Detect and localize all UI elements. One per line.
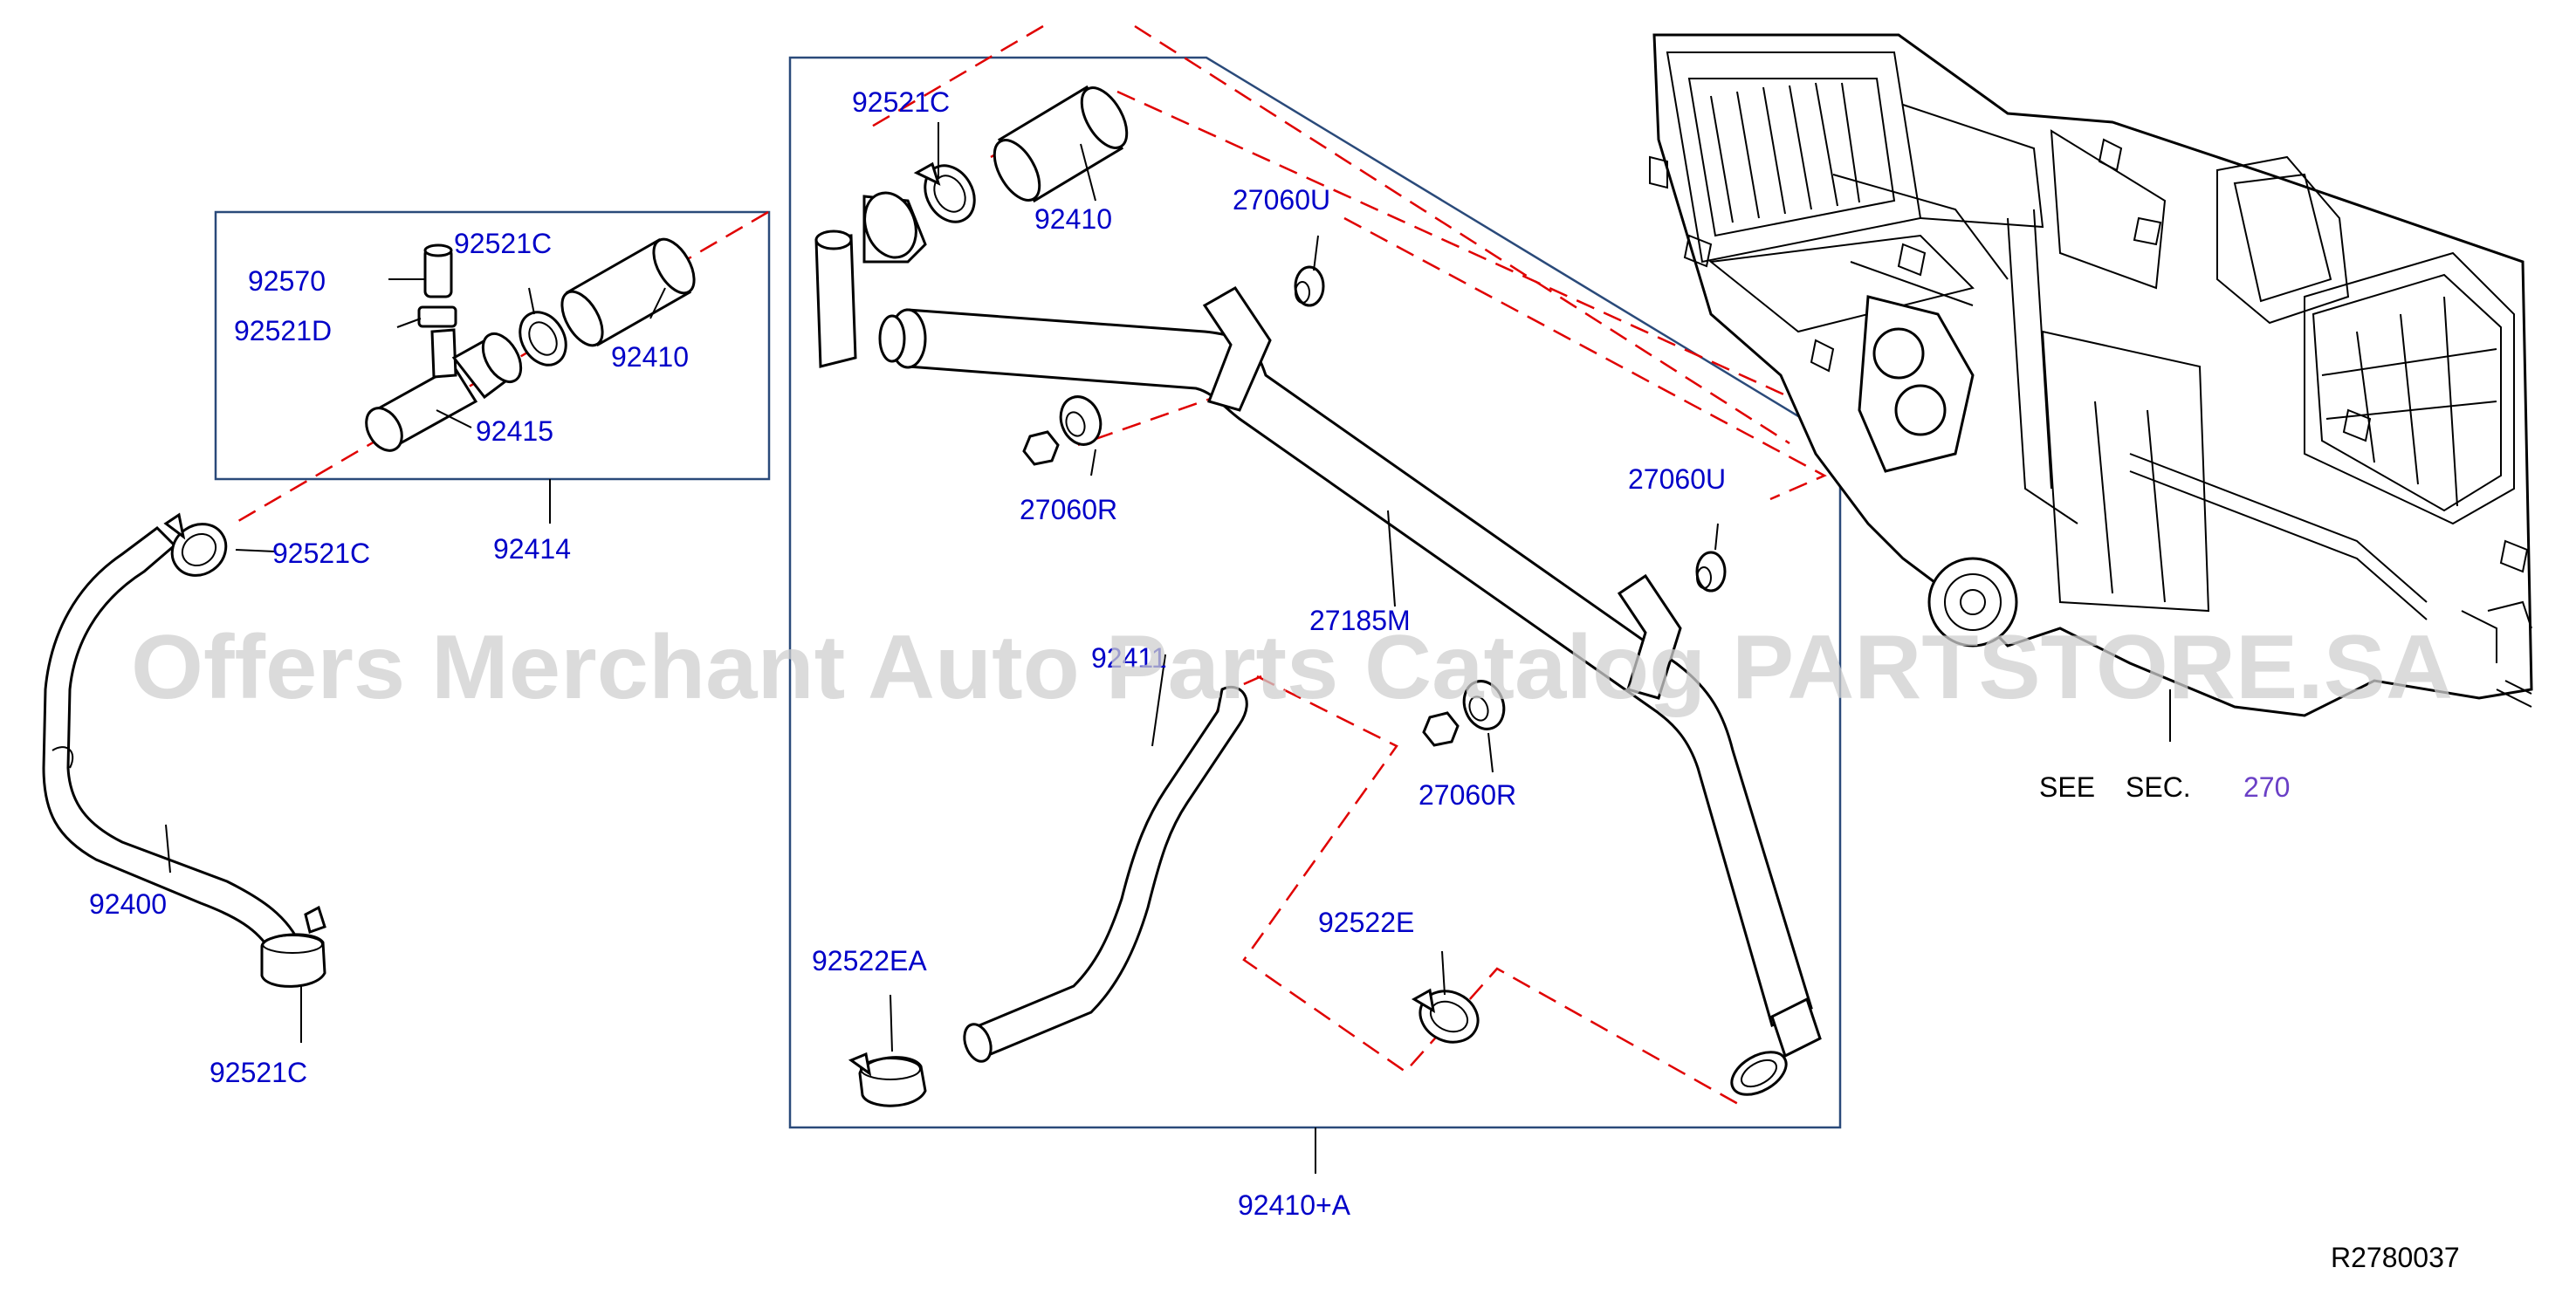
hose-92411 xyxy=(963,685,1248,1063)
label-92414[interactable]: 92414 xyxy=(493,533,571,565)
label-27060r-1[interactable]: 27060R xyxy=(1020,494,1117,525)
clamp-92521c-top xyxy=(913,161,976,223)
label-92521d[interactable]: 92521D xyxy=(234,315,332,346)
label-92415[interactable]: 92415 xyxy=(476,415,553,447)
hvac-heater-unit xyxy=(1649,33,2533,717)
label-92521c-top[interactable]: 92521C xyxy=(852,86,950,118)
nut-27060r-2 xyxy=(1422,680,1506,747)
nut-27060r-1 xyxy=(1022,395,1103,466)
label-92410a[interactable]: 92410+A xyxy=(1238,1189,1351,1221)
label-92570[interactable]: 92570 xyxy=(248,265,326,297)
section-270-link[interactable]: 270 xyxy=(2243,771,2290,803)
label-92522ea[interactable]: 92522EA xyxy=(812,945,927,976)
sec-label: SEC. xyxy=(2126,771,2191,803)
label-92521c-left[interactable]: 92521C xyxy=(272,538,370,569)
hose-92400 xyxy=(42,526,307,975)
dashed-leader-lines xyxy=(233,24,1887,1110)
kit-frame-92410a xyxy=(788,56,1842,1129)
label-92411[interactable]: 92411 xyxy=(1091,642,1167,674)
connector-92415 xyxy=(365,328,523,452)
clamp-92521d xyxy=(417,305,457,328)
grommet-27060u-1 xyxy=(1294,265,1325,307)
clamp-92522e xyxy=(1411,988,1480,1044)
hose-92410-top xyxy=(993,85,1129,203)
label-27185m[interactable]: 27185M xyxy=(1309,605,1411,636)
label-27060u-1[interactable]: 27060U xyxy=(1233,184,1330,216)
grommet-27060u-2 xyxy=(1695,551,1727,593)
pipe-27185m xyxy=(814,191,1822,1096)
clamp-92522ea xyxy=(848,1052,927,1107)
clamp-92521c-left xyxy=(163,512,228,577)
part-leader-lines xyxy=(165,122,2171,1174)
diagram-reference-code: R2780037 xyxy=(2331,1242,2460,1273)
watermark-text: Offers Merchant Auto Parts Catalog PARTS… xyxy=(131,617,2453,718)
label-27060r-2[interactable]: 27060R xyxy=(1419,779,1516,811)
label-92410-box[interactable]: 92410 xyxy=(611,341,689,373)
sub-assembly-frame-92414 xyxy=(214,210,771,481)
label-92400[interactable]: 92400 xyxy=(89,888,167,920)
hose-92410-box xyxy=(560,237,696,347)
label-92410-top[interactable]: 92410 xyxy=(1034,203,1112,235)
clamp-92521c-bottom xyxy=(260,905,326,988)
label-92521c-box[interactable]: 92521C xyxy=(454,228,552,259)
part-number-labels: 92521C 92410 27060U 27060R 92570 92521C … xyxy=(89,86,2460,1273)
see-label: SEE xyxy=(2039,771,2095,803)
cap-92570 xyxy=(423,243,453,298)
label-92522e[interactable]: 92522E xyxy=(1318,907,1414,938)
clamp-92521c-box xyxy=(519,311,567,367)
label-27060u-2[interactable]: 27060U xyxy=(1628,463,1726,495)
label-92521c-bottom[interactable]: 92521C xyxy=(210,1057,307,1088)
